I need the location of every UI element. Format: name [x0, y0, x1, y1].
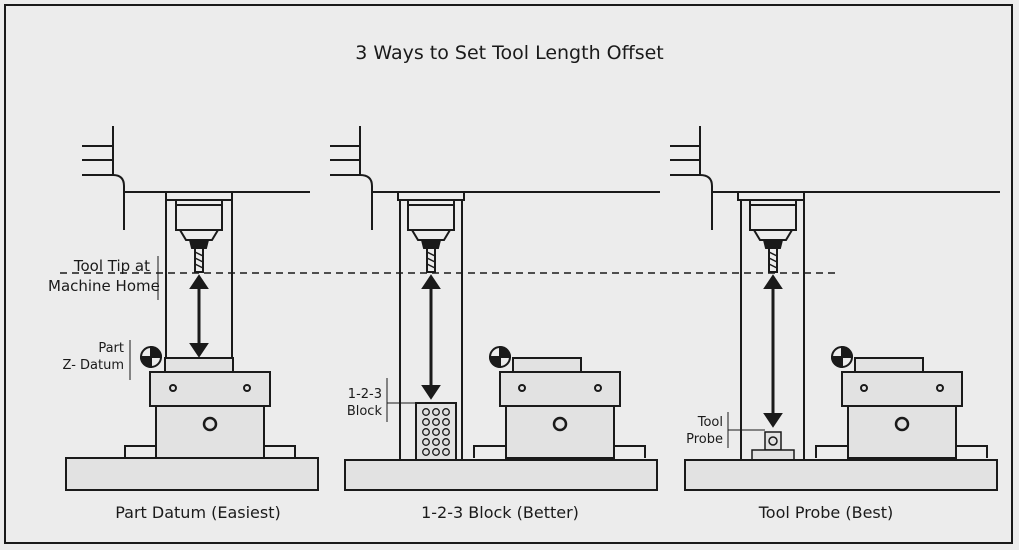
panel-1-machine	[65, 126, 319, 491]
part-datum-label: Part Z- Datum	[44, 340, 124, 374]
probe-label: Tool Probe	[660, 414, 723, 448]
block-label: 1-2-3 Block	[320, 386, 382, 420]
panel-2-machine	[330, 126, 660, 491]
caption-tool-probe: Tool Probe (Best)	[758, 503, 894, 522]
block-line-2: Block	[346, 404, 382, 419]
probe-line-2: Probe	[686, 432, 723, 447]
probe-line-1: Tool	[697, 415, 723, 430]
diagram-title: 3 Ways to Set Tool Length Offset	[355, 42, 664, 64]
part-datum-line-1: Part	[98, 341, 124, 356]
column-outline	[82, 174, 125, 230]
tool-tip-line-1: Tool Tip at	[73, 257, 150, 275]
tool-tip-line-2: Machine Home	[48, 277, 160, 295]
caption-123-block: 1-2-3 Block (Better)	[421, 503, 579, 522]
datum-symbol-1	[139, 345, 163, 369]
tool-tip-label: Tool Tip at Machine Home	[48, 256, 160, 296]
block-line-1: 1-2-3	[347, 387, 382, 402]
datum-symbol-2	[488, 345, 512, 369]
panel-3-machine	[670, 126, 1000, 491]
part-datum-line-2: Z- Datum	[62, 358, 124, 373]
caption-part-datum: Part Datum (Easiest)	[115, 503, 281, 522]
datum-symbol-3	[830, 345, 854, 369]
